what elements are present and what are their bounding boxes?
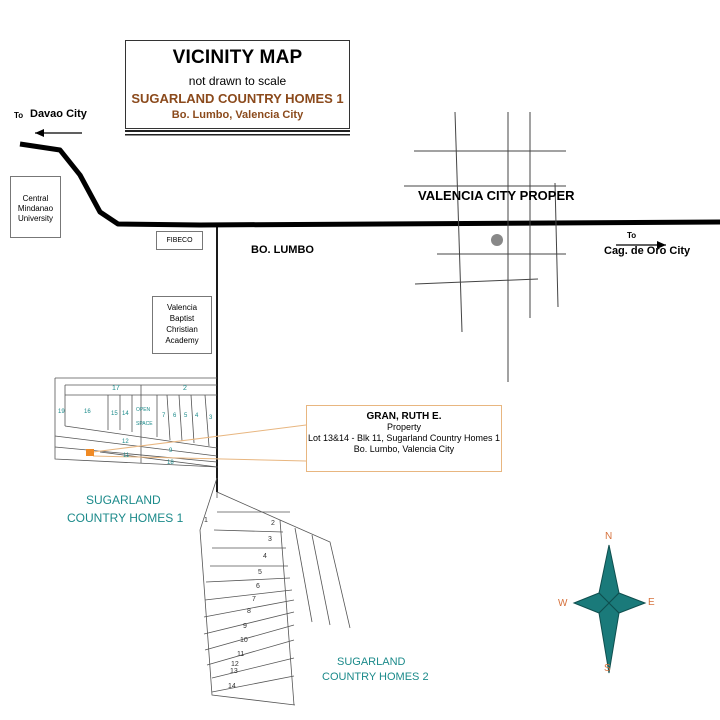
- east-to-label: To: [627, 231, 637, 240]
- compass-rose: [572, 544, 647, 674]
- sch2-block-1: 1: [204, 517, 208, 524]
- sch1-lots: [54, 377, 219, 468]
- sch1-block-15: 15: [111, 411, 118, 417]
- map-title: VICINITY MAP: [172, 47, 303, 68]
- sch2-block-3: 3: [268, 536, 272, 543]
- owner-name: GRAN, RUTH E.: [366, 411, 442, 422]
- east-city-label: Cag. de Oro City: [604, 245, 691, 257]
- property-marker: [86, 449, 94, 456]
- title-box: VICINITY MAP not drawn to scale SUGARLAN…: [125, 40, 350, 129]
- compass-west: W: [558, 598, 568, 609]
- title-underline-1: [125, 130, 350, 132]
- west-arrow-head: [35, 129, 44, 137]
- sch1-block-18: 18: [167, 460, 174, 466]
- sch1-open-space-2: SPACE: [136, 421, 153, 427]
- sch2-label-line1: SUGARLAND: [337, 656, 406, 668]
- title-underline-2: [125, 134, 350, 136]
- sch1-block-12: 12: [122, 439, 129, 445]
- sch2-block-13: 13: [230, 668, 238, 675]
- sch2-block-5: 5: [258, 569, 262, 576]
- east-arrow-head: [657, 241, 666, 249]
- sch1-block-11: 11: [123, 453, 130, 459]
- sch2-block-4: 4: [263, 553, 267, 560]
- sch1-block-5: 5: [184, 413, 188, 419]
- sch1-open-space-1: OPEN: [136, 407, 151, 413]
- sch1-block-2: 2: [183, 385, 187, 392]
- main-highway: [19, 141, 720, 228]
- compass-north: N: [605, 531, 613, 542]
- sch2-block-7: 7: [252, 596, 256, 603]
- sch2-block-10: 10: [240, 637, 248, 644]
- sch1-block-19: 19: [58, 409, 65, 415]
- property-callout: GRAN, RUTH E. Property Lot 13&14 - Blk 1…: [306, 405, 502, 472]
- sch1-block-3: 3: [209, 415, 213, 421]
- property-address: Bo. Lumbo, Valencia City: [353, 444, 455, 454]
- sch2-block-2: 2: [271, 520, 275, 527]
- subdivision-title: SUGARLAND COUNTRY HOMES 1: [131, 91, 344, 106]
- compass-east: E: [648, 597, 655, 608]
- sch2-lots: [199, 477, 351, 706]
- west-to-label: To: [14, 111, 24, 120]
- sch2-block-8: 8: [247, 608, 251, 615]
- barangay-label: BO. LUMBO: [251, 244, 314, 256]
- city-proper-label: VALENCIA CITY PROPER: [418, 188, 575, 203]
- sch1-block-14: 14: [122, 411, 129, 417]
- cmu-landmark: Central Mindanao University: [10, 176, 61, 238]
- sch2-label-line2: COUNTRY HOMES 2: [322, 671, 429, 683]
- sch1-block-7: 7: [162, 413, 166, 419]
- sch2-block-9: 9: [243, 623, 247, 630]
- vbca-landmark: Valencia Baptist Christian Academy: [152, 296, 212, 354]
- property-label: Property: [386, 422, 421, 432]
- sch1-label-line1: SUGARLAND: [86, 493, 161, 507]
- sch1-block-17: 17: [112, 385, 120, 392]
- sch1-block-16: 16: [84, 409, 91, 415]
- sch1-label-line2: COUNTRY HOMES 1: [67, 511, 184, 525]
- city-street-grid: [404, 111, 566, 382]
- fibeco-landmark: FIBECO: [156, 231, 203, 250]
- sch2-block-6: 6: [256, 583, 260, 590]
- lot-description: Lot 13&14 - Blk 11, Sugarland Country Ho…: [308, 433, 500, 443]
- sch1-block-4: 4: [195, 413, 199, 419]
- city-plaza-marker: [491, 234, 503, 246]
- sch1-block-9: 9: [169, 448, 173, 454]
- sch1-block-6: 6: [173, 413, 177, 419]
- subdivision-location: Bo. Lumbo, Valencia City: [171, 109, 304, 121]
- sch2-block-14: 14: [228, 683, 236, 690]
- west-city-label: Davao City: [30, 108, 87, 120]
- sch2-block-12: 12: [231, 661, 239, 668]
- property-leader-top: [92, 424, 307, 453]
- compass-south: S: [604, 663, 611, 674]
- sch2-block-11: 11: [237, 651, 245, 658]
- property-leader-bottom: [92, 455, 307, 462]
- scale-note: not drawn to scale: [188, 74, 287, 88]
